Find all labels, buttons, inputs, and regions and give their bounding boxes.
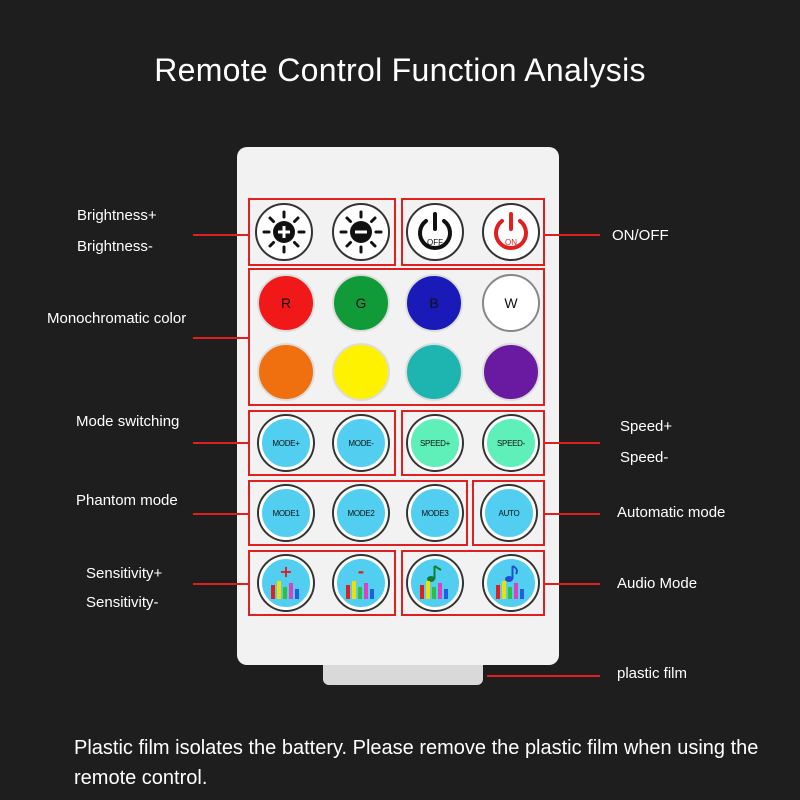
sun-plus-icon (262, 210, 306, 254)
brightness-plus-label: Brightness+ (77, 207, 157, 224)
teal-button[interactable] (405, 343, 463, 401)
auto-button[interactable]: AUTO (482, 486, 536, 540)
white-button[interactable]: W (482, 274, 540, 332)
mode-plus-button[interactable]: MODE+ (259, 416, 313, 470)
phantom-group (248, 480, 468, 546)
mode-switching-leader-line (193, 442, 248, 444)
speed-leader-line (545, 442, 600, 444)
music-note-icon (496, 565, 524, 599)
phantom-leader-line (193, 513, 248, 515)
caption-text: Plastic film isolates the battery. Pleas… (74, 737, 759, 789)
power-icon (418, 212, 452, 250)
on-label: ON (505, 238, 517, 247)
red-button[interactable]: R (257, 274, 315, 332)
power-icon (494, 212, 528, 250)
white-label: W (504, 295, 518, 311)
orange-button[interactable] (257, 343, 315, 401)
mode3-button[interactable]: MODE3 (408, 486, 462, 540)
sensitivity-leader-line (193, 583, 248, 585)
audio-leader-line (545, 583, 600, 585)
film-leader-line (487, 675, 600, 677)
power-off-button[interactable]: OFF (406, 203, 464, 261)
speed-minus-label: Speed- (620, 449, 669, 466)
brightness-down-button[interactable] (332, 203, 390, 261)
sensitivity-plus-button[interactable]: + (259, 556, 313, 610)
brightness-group (248, 198, 396, 266)
sensitivity-minus-button[interactable]: - (334, 556, 388, 610)
speed-minus-label: SPEED- (497, 438, 525, 448)
audio-mode-2-button[interactable] (484, 556, 538, 610)
brightness-minus-label: Brightness- (77, 238, 153, 255)
plus-symbol: + (279, 563, 292, 581)
auto-group (472, 480, 545, 546)
mode-switching-label: Mode switching (76, 413, 180, 430)
equalizer-minus-icon: - (346, 563, 374, 599)
plastic-film-tab (323, 665, 483, 685)
speed-plus-label: SPEED+ (420, 438, 450, 448)
sensitivity-plus-label: Sensitivity+ (86, 565, 163, 582)
yellow-button[interactable] (332, 343, 390, 401)
monochromatic-leader-line (193, 337, 248, 339)
auto-leader-line (545, 513, 600, 515)
mode1-button[interactable]: MODE1 (259, 486, 313, 540)
mode-switch-group (248, 410, 396, 476)
onoff-label: ON/OFF (612, 227, 669, 244)
brightness-leader-line (193, 234, 248, 236)
mode1-label: MODE1 (272, 508, 300, 518)
mode2-label: MODE2 (347, 508, 375, 518)
brightness-up-button[interactable] (255, 203, 313, 261)
sensitivity-group (248, 550, 396, 616)
blue-label: B (429, 295, 439, 311)
page-title: Remote Control Function Analysis (154, 52, 646, 88)
power-on-button[interactable]: ON (482, 203, 540, 261)
automatic-mode-label: Automatic mode (617, 504, 726, 521)
off-label: OFF (427, 238, 443, 247)
mode-minus-label: MODE- (348, 438, 374, 448)
audio-group (401, 550, 545, 616)
speed-plus-button[interactable]: SPEED+ (408, 416, 462, 470)
mode3-label: MODE3 (421, 508, 449, 518)
sun-minus-icon (339, 210, 383, 254)
speed-group (401, 410, 545, 476)
onoff-leader-line (545, 234, 600, 236)
equalizer-plus-icon: + (271, 563, 299, 599)
monochromatic-label: Monochromatic color (47, 310, 187, 327)
purple-button[interactable] (482, 343, 540, 401)
red-label: R (280, 295, 292, 311)
mode-minus-button[interactable]: MODE- (334, 416, 388, 470)
green-label: G (355, 295, 367, 311)
mode2-button[interactable]: MODE2 (334, 486, 388, 540)
phantom-mode-label: Phantom mode (76, 492, 178, 509)
blue-button[interactable]: B (405, 274, 463, 332)
speed-plus-label: Speed+ (620, 418, 673, 435)
audio-mode-1-button[interactable] (408, 556, 462, 610)
music-note-icon (420, 565, 448, 599)
power-group (401, 198, 545, 266)
speed-minus-button[interactable]: SPEED- (484, 416, 538, 470)
sensitivity-minus-label: Sensitivity- (86, 594, 159, 611)
mode-plus-label: MODE+ (272, 438, 300, 448)
plastic-film-label: plastic film (617, 665, 688, 682)
color-group (248, 268, 545, 406)
auto-label: AUTO (498, 508, 520, 518)
minus-symbol: - (358, 563, 365, 581)
green-button[interactable]: G (332, 274, 390, 332)
audio-mode-label: Audio Mode (617, 575, 698, 592)
